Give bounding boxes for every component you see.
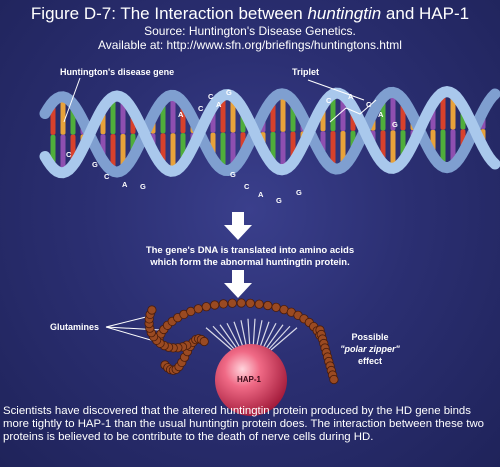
base-pair-rung: [170, 95, 176, 134]
glutamine-bead: [210, 300, 220, 310]
translation-caption-line2: which form the abnormal huntingtin prote…: [150, 257, 350, 268]
zipper-link: [212, 325, 236, 351]
glutamine-bead: [263, 300, 273, 311]
glutamine-bead: [271, 302, 281, 312]
zipper-link: [267, 325, 291, 351]
base-pair-rung: [110, 97, 116, 135]
base-letter: A: [178, 110, 184, 119]
base-letter: C: [244, 182, 250, 191]
glutamine-bead: [254, 299, 264, 309]
glutamine-bead: [227, 298, 237, 308]
polar-zipper-label: Possible "polar zipper" effect: [325, 331, 415, 367]
base-letter: A: [258, 190, 264, 199]
source-line: Source: Huntington's Disease Genetics.: [144, 24, 356, 38]
glutamine-bead: [218, 299, 228, 309]
zipper-link: [219, 324, 239, 351]
base-pair-rung: [440, 92, 446, 130]
base-letter: C: [208, 92, 214, 101]
glutamine-bead: [245, 298, 255, 308]
base-pair-rung: [110, 134, 116, 172]
glutamine-bead: [329, 374, 339, 385]
base-letter: G: [230, 170, 236, 179]
glutamine-bead: [201, 302, 211, 312]
triplet-pointer-line: [307, 79, 365, 101]
base-pair-rung: [390, 92, 396, 131]
base-letter: G: [140, 182, 146, 191]
base-pair-rung: [390, 130, 396, 169]
base-letter: G: [392, 120, 398, 129]
base-letter: G: [226, 88, 232, 97]
base-letter: G: [276, 196, 282, 205]
base-letter: C: [198, 104, 204, 113]
base-letter: G: [296, 188, 302, 197]
base-letter: A: [122, 180, 128, 189]
triplet-bracket: [329, 99, 377, 123]
figure-header: Figure D-7: The Interaction between hunt…: [0, 4, 500, 52]
polar-zipper-links: [205, 318, 298, 351]
translation-caption-line1: The gene's DNA is translated into amino …: [145, 245, 355, 256]
effect-line3: effect: [357, 356, 382, 366]
base-letter: C: [366, 100, 372, 109]
base-pair-rung: [60, 134, 66, 173]
zipper-link: [258, 321, 270, 351]
base-letter: C: [66, 150, 72, 159]
base-pair-rung: [280, 93, 286, 132]
base-letter: G: [92, 160, 98, 169]
base-pair-rung: [440, 129, 446, 167]
zipper-link: [261, 322, 277, 351]
base-letter: A: [348, 92, 354, 101]
down-arrow-icon: [224, 270, 252, 298]
glutamine-bead: [147, 305, 157, 315]
glutamine-bead: [199, 336, 209, 347]
zipper-link: [270, 327, 298, 351]
effect-line1: Possible: [351, 332, 389, 342]
base-pair-rung: [220, 132, 226, 170]
available-line: Available at: http://www.sfn.org/briefin…: [98, 38, 402, 52]
dna-strand-front: [39, 85, 500, 179]
bottom-caption: Scientists have discovered that the alte…: [3, 405, 485, 443]
zipper-link: [264, 324, 284, 351]
base-pair-rung: [330, 94, 336, 132]
gene-pointer-line: [63, 77, 81, 123]
title-suffix: and HAP-1: [381, 4, 470, 23]
translation-caption: The gene's DNA is translated into amino …: [100, 245, 400, 269]
glutamines-label: Glutamines: [50, 322, 100, 332]
hap-1-sphere: [215, 344, 287, 416]
protein-chain: [144, 298, 339, 385]
gene-label: Huntington's disease gene: [60, 67, 175, 77]
base-letter: C: [326, 96, 332, 105]
zipper-link: [226, 322, 242, 351]
glutamine-bead: [193, 304, 203, 314]
figure-title: Figure D-7: The Interaction between hunt…: [0, 4, 500, 24]
base-pair-rung: [330, 131, 336, 169]
triplet-label: Triplet: [292, 67, 320, 77]
base-pair-rung: [280, 131, 286, 170]
zipper-link: [205, 327, 233, 351]
base-pair-rung: [60, 96, 66, 135]
hap-1-label: HAP-1: [237, 375, 262, 384]
base-letter: A: [216, 100, 222, 109]
effect-line2: "polar zipper": [340, 344, 400, 354]
base-pair-rung: [220, 95, 226, 133]
glutamine-bead: [236, 298, 246, 308]
title-prefix: Figure D-7: The Interaction between: [30, 4, 308, 23]
base-letter: A: [378, 110, 384, 119]
base-letter: C: [104, 172, 110, 181]
base-pair-rung: [170, 133, 176, 172]
down-arrow-icon: [224, 212, 252, 240]
title-italic: huntingtin: [307, 4, 382, 23]
